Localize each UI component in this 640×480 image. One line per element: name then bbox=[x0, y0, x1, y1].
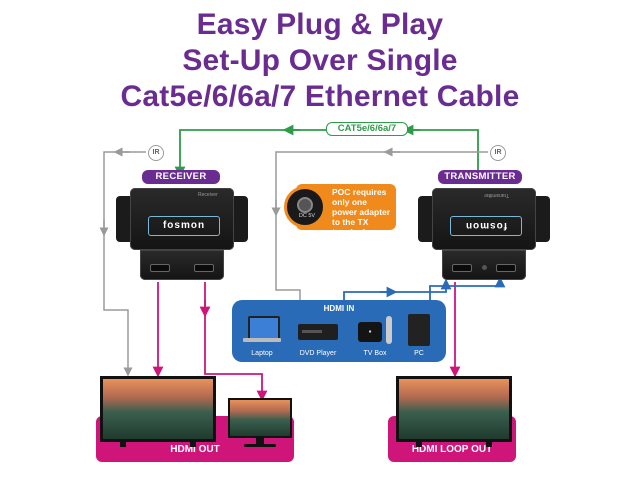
monitor-display bbox=[228, 398, 292, 438]
source-label-pc: PC bbox=[414, 350, 424, 357]
receiver-hdmi-port-1 bbox=[150, 264, 170, 272]
title-line-3: Cat5e/6/6a/7 Ethernet Cable bbox=[120, 80, 520, 113]
transmitter-hdmi-port-1 bbox=[452, 264, 472, 272]
transmitter-ir-port bbox=[482, 265, 487, 270]
hdmi-in-panel: HDMI IN ▪ Laptop DVD Player TV Box PC bbox=[232, 300, 446, 362]
monitor-base bbox=[244, 444, 276, 447]
ir-icon-receiver: IR bbox=[148, 145, 164, 161]
receiver-hdmi-port-2 bbox=[194, 264, 214, 272]
receiver-label: RECEIVER bbox=[142, 170, 220, 184]
receiver-top-text: Receiver bbox=[198, 192, 218, 198]
monitor-neck bbox=[256, 438, 264, 444]
dvd-player-icon bbox=[298, 324, 338, 340]
remote-icon bbox=[386, 316, 392, 344]
ethernet-cable-line bbox=[174, 124, 479, 178]
ir-line-transmitter bbox=[271, 147, 488, 300]
transmitter-front-panel bbox=[442, 250, 526, 280]
pc-tower-icon bbox=[408, 314, 430, 346]
hdmi-out-label: HDMI OUT bbox=[170, 444, 220, 455]
tv-display-right bbox=[396, 376, 512, 442]
tv-box-icon: ▪ bbox=[358, 322, 382, 342]
transmitter-label: TRANSMITTER bbox=[438, 170, 522, 184]
tv-stand-right-foot-1 bbox=[416, 442, 422, 447]
transmitter-top-text: Transmitter bbox=[484, 192, 510, 198]
tv-display-left bbox=[100, 376, 216, 442]
hdmi-in-title: HDMI IN bbox=[323, 304, 355, 313]
hdmi-in-lines bbox=[343, 276, 506, 300]
laptop-icon bbox=[242, 314, 282, 352]
transmitter-brand: fosmon bbox=[464, 220, 508, 231]
receiver-brand: fosmon bbox=[162, 220, 206, 231]
receiver-device: Receiver fosmon bbox=[116, 186, 248, 282]
ir-icon-transmitter: IR bbox=[490, 145, 506, 161]
hdmi-out-lines bbox=[152, 282, 268, 402]
dc-jack-icon: DC 5V bbox=[284, 186, 326, 228]
dc-jack-hole bbox=[297, 197, 313, 213]
source-label-dvd-player: DVD Player bbox=[299, 350, 337, 357]
title-line-1: Easy Plug & Play bbox=[196, 8, 444, 41]
dc-jack-label: DC 5V bbox=[298, 213, 316, 219]
tv-stand-right-foot-2 bbox=[486, 442, 492, 447]
ir-line-receiver bbox=[99, 147, 146, 377]
source-label-tv-box: TV Box bbox=[363, 350, 387, 357]
tv-stand-left-foot-2 bbox=[190, 442, 196, 447]
source-label-laptop: Laptop bbox=[251, 350, 273, 357]
transmitter-device: Transmitter fosmon bbox=[418, 186, 550, 282]
transmitter-display-panel: fosmon bbox=[450, 216, 522, 236]
cable-label: CAT5e/6/6a/7 bbox=[326, 122, 408, 136]
poc-callout-text: POC requires only one power adapter to t… bbox=[332, 187, 391, 237]
hdmi-loop-out-label: HDMI LOOP OUT bbox=[411, 444, 493, 455]
receiver-display-panel: fosmon bbox=[148, 216, 220, 236]
receiver-front-panel bbox=[140, 250, 224, 280]
tv-stand-left-foot-1 bbox=[120, 442, 126, 447]
transmitter-body: Transmitter fosmon bbox=[432, 188, 536, 250]
receiver-body: Receiver fosmon bbox=[130, 188, 234, 250]
title-line-2: Set-Up Over Single bbox=[182, 44, 458, 77]
transmitter-hdmi-port-2 bbox=[496, 264, 516, 272]
